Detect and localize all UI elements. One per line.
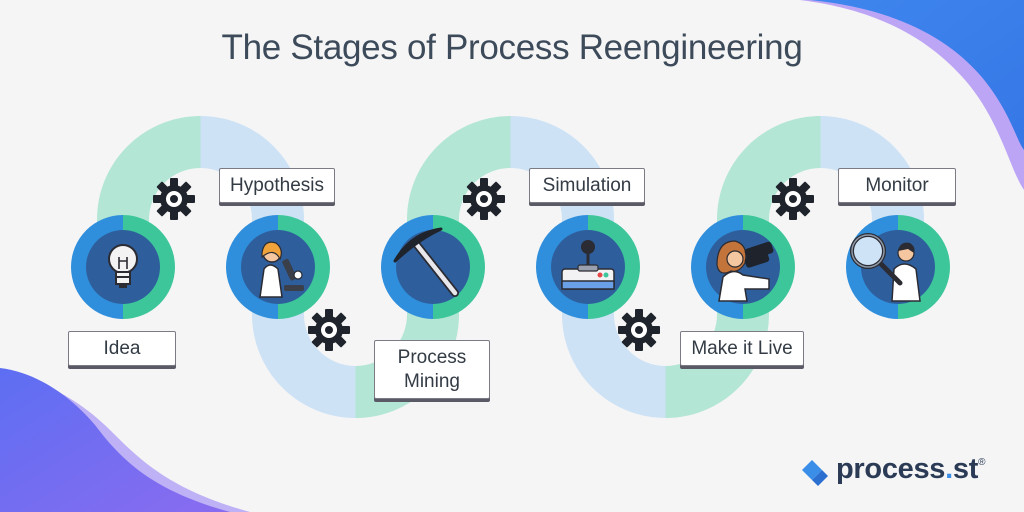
gear-icon	[772, 178, 814, 220]
track-segment	[562, 267, 667, 418]
person-magnifier-icon	[850, 233, 921, 302]
stage-label-text-line2: Mining	[404, 370, 460, 392]
joystick-icon	[561, 240, 615, 290]
gear-icon	[308, 309, 350, 351]
lightbulb-icon	[108, 244, 138, 288]
registered-mark: ®	[978, 457, 986, 468]
track-segment	[664, 267, 769, 418]
stage-label-text: Make it Live	[691, 337, 793, 359]
track-segment	[819, 116, 924, 267]
gear-icon	[153, 178, 195, 220]
scientist-microscope-icon	[259, 241, 304, 298]
gear-icon	[463, 178, 505, 220]
person-binoculars-icon	[716, 240, 774, 302]
page-title: The Stages of Process Reengineering	[221, 28, 803, 67]
stage-label-simulation: Simulation	[529, 168, 645, 203]
process-track	[97, 116, 924, 418]
stage-label-text: Idea	[103, 337, 141, 359]
corner-decoration-bottom-left	[0, 368, 250, 512]
logo-suffix: st	[952, 453, 979, 485]
track-segment	[252, 267, 357, 418]
stage-label-text: Hypothesis	[230, 174, 324, 196]
logo-name: process	[836, 453, 946, 485]
stage-medallions	[71, 215, 950, 319]
logo-wordmark: process.st®	[836, 453, 985, 486]
process-st-logo: process.st®	[798, 452, 998, 492]
process-st-logo-icon	[802, 460, 828, 486]
track-segment	[97, 116, 202, 267]
track-segment	[509, 116, 614, 267]
gear-icon	[618, 309, 660, 351]
stage-label-text: Simulation	[542, 174, 632, 196]
pickaxe-icon	[393, 227, 459, 297]
track-segment	[407, 116, 512, 267]
track-segment	[199, 116, 304, 267]
stage-label-idea: Idea	[68, 331, 176, 366]
stage-label-hypothesis: Hypothesis	[219, 168, 335, 203]
stage-medallion	[691, 215, 795, 319]
stage-label-process-mining: Process Mining	[374, 340, 490, 399]
corner-decoration-top-right	[800, 0, 1024, 190]
stage-label-monitor: Monitor	[838, 168, 956, 203]
stage-label-text-line1: Process	[397, 346, 467, 368]
logo-dot: .	[945, 453, 953, 485]
stage-label-text: Monitor	[865, 174, 929, 196]
gears	[153, 178, 814, 351]
stage-medallion	[226, 215, 330, 319]
track-segment	[717, 116, 822, 267]
stage-medallion	[71, 215, 175, 319]
stage-label-make-it-live: Make it Live	[680, 331, 804, 366]
